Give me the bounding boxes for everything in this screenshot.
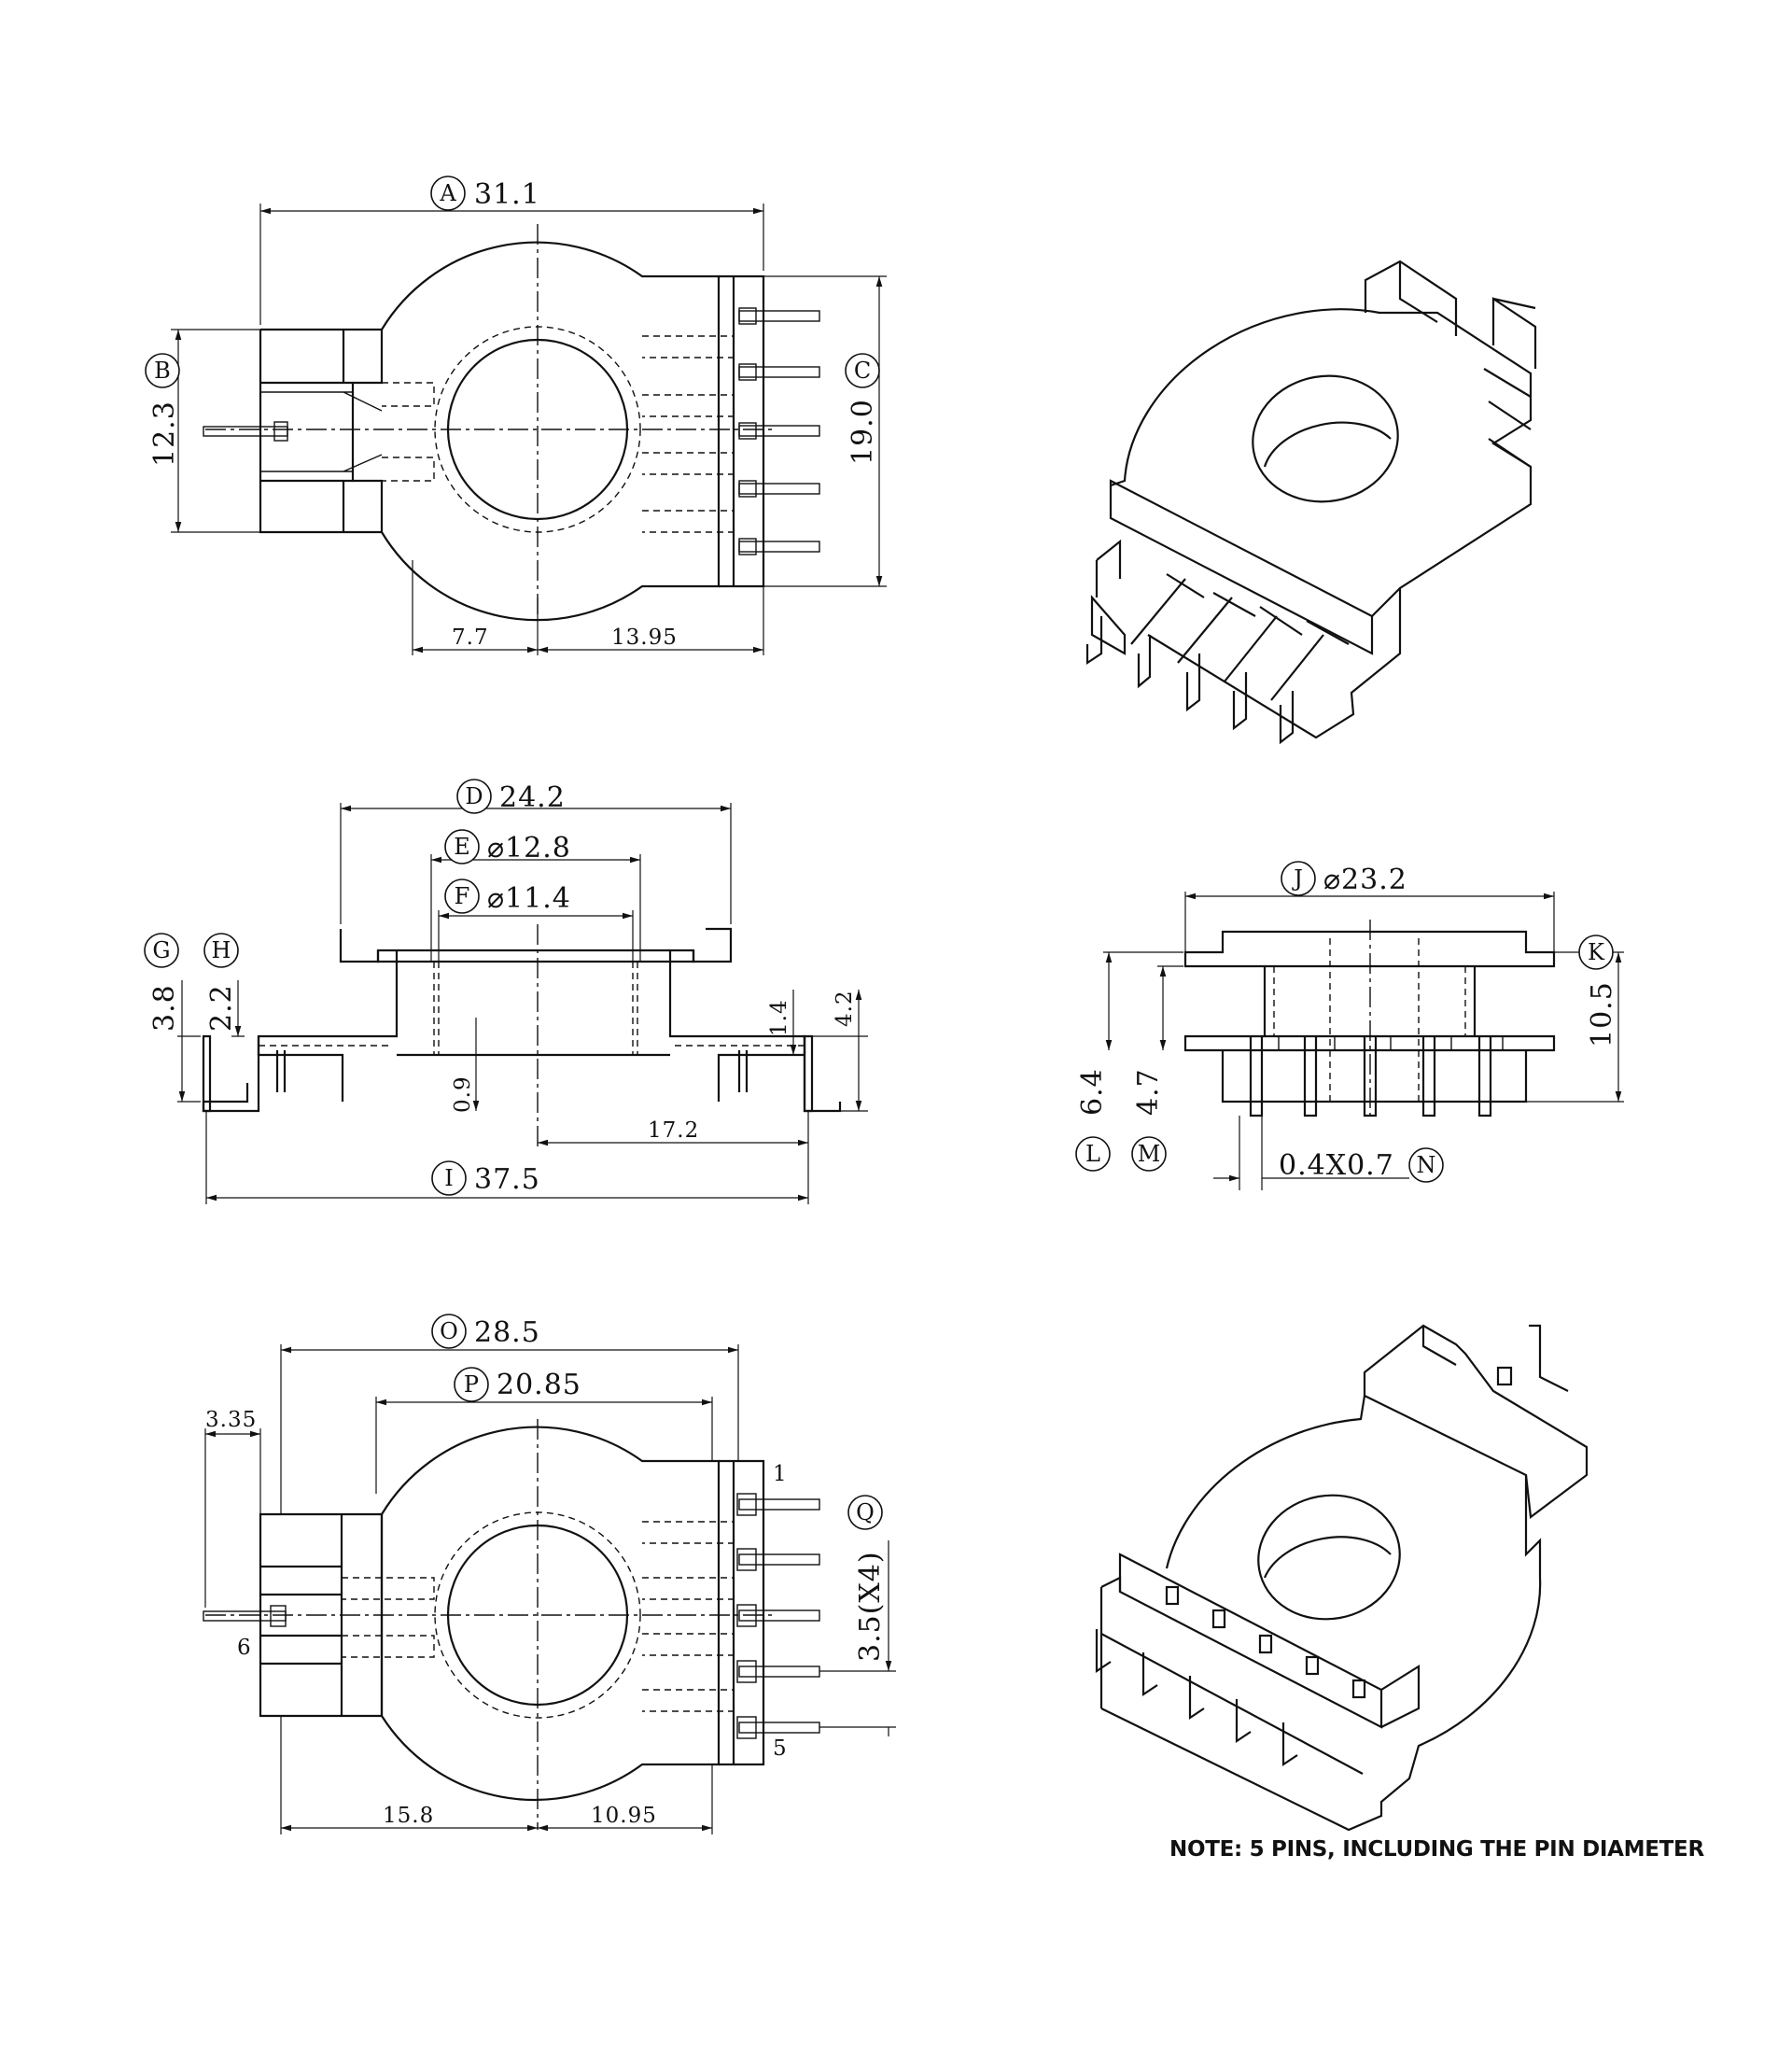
label-f: F — [455, 883, 470, 909]
dimension-h: 2.2 — [205, 984, 238, 1032]
isometric-view-bottom — [1095, 1324, 1589, 1832]
dimension-pin-rise: 1.4 — [767, 999, 791, 1036]
dimension-d: 24.2 — [499, 781, 566, 814]
top-view-right-flange — [719, 274, 765, 588]
label-l: L — [1085, 1141, 1100, 1167]
dimension-left-offset-bottom: 15.8 — [383, 1804, 434, 1828]
bottom-view-body-outline — [380, 1426, 721, 1802]
dimension-e: ⌀12.8 — [487, 832, 571, 864]
label-a-bubble — [430, 176, 466, 211]
label-i: I — [444, 1165, 453, 1191]
dimension-b: 12.3 — [148, 401, 181, 467]
dimension-f: ⌀11.4 — [487, 882, 571, 915]
pin-1-label: 1 — [773, 1462, 788, 1486]
dimension-overall-height: 4.2 — [833, 990, 857, 1027]
label-p: P — [464, 1371, 479, 1398]
dimension-i: 37.5 — [474, 1163, 540, 1196]
pin-5-label: 5 — [773, 1736, 788, 1761]
side-view-outline — [1183, 930, 1556, 1103]
dimension-g: 3.8 — [148, 984, 181, 1032]
dimension-q: 3.5(X4) — [854, 1551, 887, 1662]
isometric-view-top — [1085, 260, 1537, 745]
dimension-right-offset: 13.95 — [611, 625, 678, 650]
dimension-k: 10.5 — [1586, 981, 1618, 1047]
dimension-a: 31.1 — [474, 178, 540, 211]
dimension-left-offset: 7.7 — [452, 625, 489, 650]
label-d: D — [465, 783, 483, 809]
dimension-c: 19.0 — [847, 399, 879, 465]
top-view-left-tab — [259, 328, 382, 534]
dimension-n: 0.4X0.7 — [1279, 1149, 1394, 1182]
dimension-m: 4.7 — [1132, 1068, 1165, 1116]
label-g: G — [152, 937, 170, 963]
dimension-right-offset-bottom: 10.95 — [591, 1804, 657, 1828]
label-o: O — [440, 1318, 458, 1344]
dimension-tab-width: 3.35 — [205, 1408, 257, 1432]
dimension-l: 6.4 — [1076, 1068, 1109, 1116]
pin-note: NOTE: 5 PINS, INCLUDING THE PIN DIAMETER — [1169, 1837, 1704, 1862]
top-view-tab-detail — [260, 391, 383, 472]
top-view-centerlines — [205, 224, 775, 621]
side-view: J ⌀23.2 K 10.5 6.4 4.7 L M 0.4X0.7 N — [1075, 861, 1624, 1190]
front-view: D 24.2 E ⌀12.8 F ⌀11.4 G H 3.8 2.2 0.9 1… — [144, 779, 868, 1204]
bottom-view: O 28.5 P 20.85 3.35 6 1 5 Q 3.5(X4) 15.8… — [203, 1314, 896, 1834]
front-view-outline — [202, 927, 842, 1113]
label-a: A — [439, 180, 456, 206]
front-view-pins — [202, 1034, 814, 1113]
label-b-bubble — [145, 353, 180, 388]
top-view-body-outline — [351, 241, 721, 622]
bottom-view-centerlines — [205, 1419, 775, 1830]
dimension-j: ⌀23.2 — [1323, 864, 1407, 896]
label-c-bubble — [845, 353, 880, 388]
dimension-p: 20.85 — [497, 1369, 581, 1401]
label-q: Q — [856, 1499, 875, 1525]
label-n: N — [1417, 1152, 1436, 1178]
top-view-pins — [203, 307, 820, 555]
bottom-view-pins — [203, 1493, 820, 1739]
dimension-half-span: 17.2 — [648, 1118, 699, 1143]
dimension-o: 28.5 — [474, 1316, 540, 1349]
label-j: J — [1291, 865, 1303, 892]
label-b: B — [154, 358, 171, 384]
dimension-base-thickness: 0.9 — [451, 1075, 475, 1113]
top-view-hidden-slots — [382, 335, 735, 533]
label-m: M — [1138, 1141, 1161, 1167]
label-c: C — [854, 358, 871, 384]
label-e: E — [454, 834, 470, 860]
top-view: A 31.1 B 12.3 C 19.0 7.7 13.95 — [145, 176, 887, 655]
label-h: H — [212, 937, 231, 963]
label-k: K — [1588, 939, 1605, 965]
pin-6-label: 6 — [237, 1636, 252, 1660]
